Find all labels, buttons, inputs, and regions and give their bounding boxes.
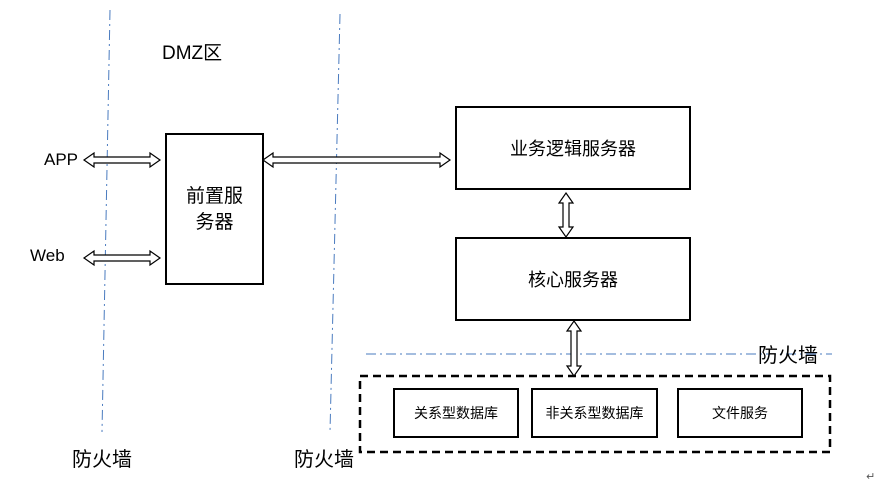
- front-server-label-line1: 前置服: [185, 185, 243, 207]
- storage-container: [358, 374, 832, 454]
- dmz-label: DMZ区: [162, 43, 223, 64]
- front-to-logic-arrow: [261, 151, 452, 169]
- front-server-label-line2: 务器: [195, 211, 234, 233]
- core-server-label: 核心服务器: [528, 270, 618, 291]
- core-server-box: 核心服务器: [455, 237, 691, 321]
- firewall-label-left: 防火墙: [72, 447, 132, 471]
- front-server-box: 前置服 务器: [165, 133, 264, 285]
- relational-db-label: 关系型数据库: [414, 406, 498, 422]
- firewall-line-middle: [329, 13, 341, 433]
- file-service-label: 文件服务: [712, 406, 768, 422]
- relational-db-box: 关系型数据库: [393, 388, 519, 438]
- web-label: Web: [30, 246, 65, 265]
- nosql-db-label: 非关系型数据库: [545, 406, 644, 422]
- firewall-label-middle: 防火墙: [294, 447, 354, 471]
- web-arrow: [82, 249, 162, 267]
- business-logic-server-label: 业务逻辑服务器: [510, 139, 636, 160]
- firewall-line-left: [101, 9, 111, 433]
- business-logic-server-box: 业务逻辑服务器: [455, 106, 691, 190]
- app-label: APP: [44, 150, 79, 169]
- return-mark: ↵: [866, 471, 876, 483]
- app-arrow: [82, 151, 162, 169]
- nosql-db-box: 非关系型数据库: [531, 388, 658, 438]
- firewall-label-right: 防火墙: [758, 343, 818, 367]
- logic-to-core-arrow: [557, 191, 575, 239]
- file-service-box: 文件服务: [677, 388, 803, 438]
- core-to-storage-arrow: [565, 319, 583, 378]
